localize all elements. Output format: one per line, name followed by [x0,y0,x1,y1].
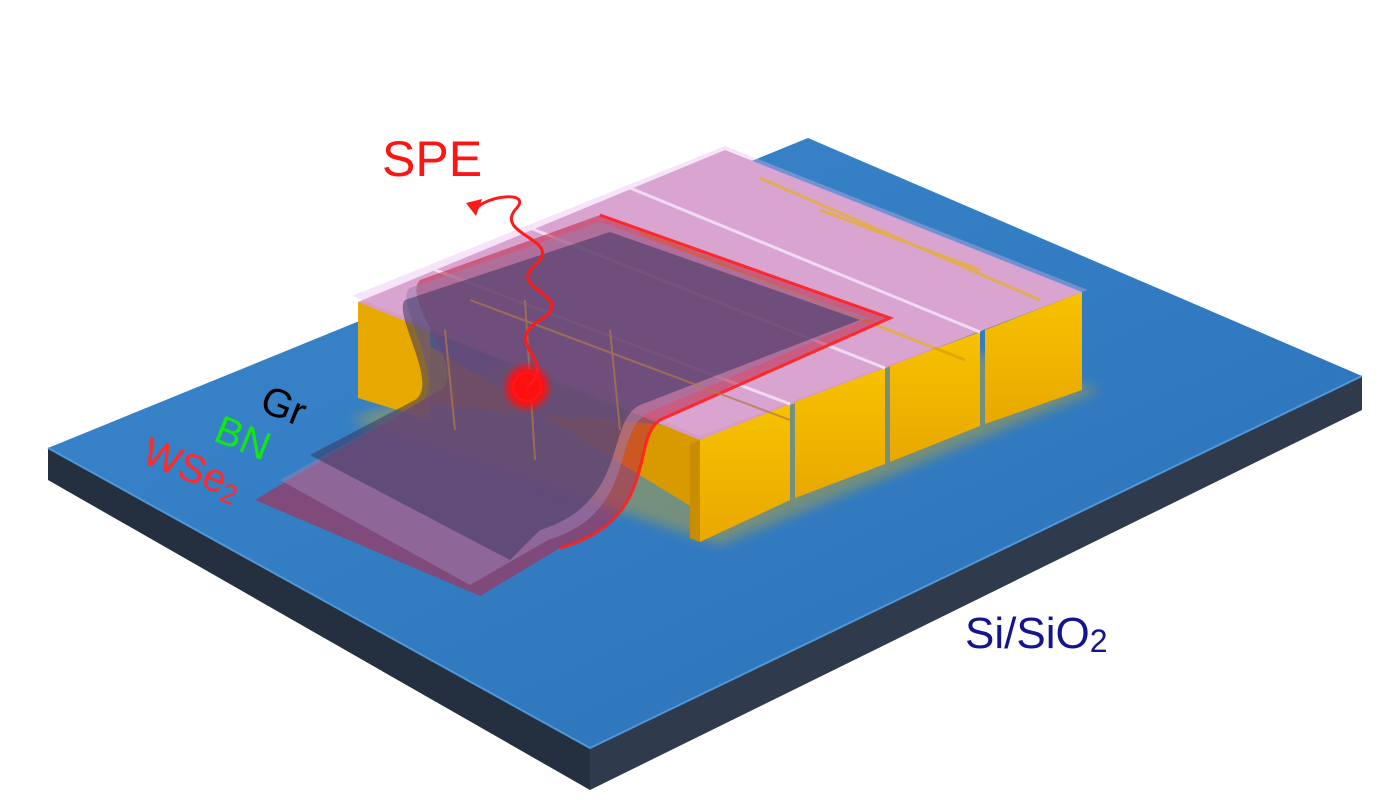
substrate-left-side [48,448,590,790]
substrate-label: Si/SiO2 [965,609,1108,659]
substrate-label-base: Si/SiO [965,609,1090,658]
substrate-right-side [590,376,1362,790]
layer-stack [255,213,895,596]
pillar-front-1 [700,404,790,542]
pillar-front-2 [795,368,885,498]
substrate-label-subscript: 2 [1090,623,1108,659]
gr-layer [310,232,860,560]
pillar-front-4 [985,292,1082,424]
pillar-front-3 [890,332,980,462]
photon-wave-arrow-icon [466,195,554,389]
spe-label: SPE [382,131,482,187]
